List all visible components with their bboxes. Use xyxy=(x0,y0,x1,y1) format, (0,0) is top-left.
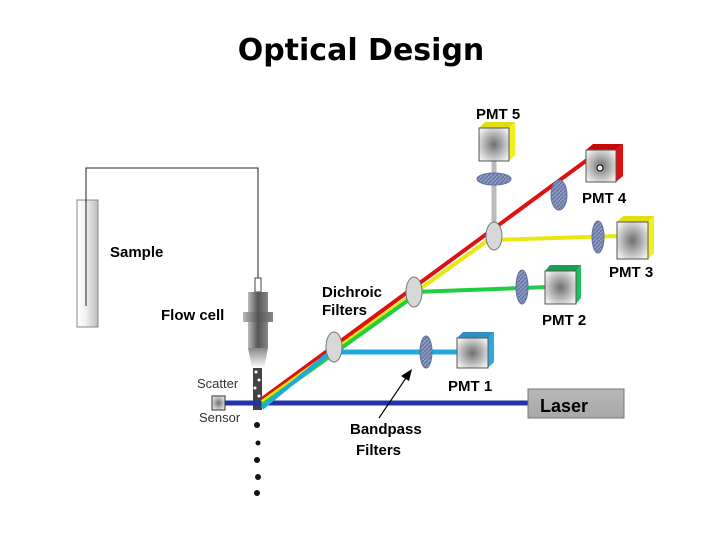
dichroic-filters xyxy=(325,221,503,363)
sample-tube xyxy=(76,199,99,328)
pmt5-label: PMT 5 xyxy=(476,106,520,123)
circle-marker-icon xyxy=(596,164,604,172)
dichroic-label-line2: Filters xyxy=(322,302,367,319)
pmt-1 xyxy=(456,332,494,369)
pmt1-label: PMT 1 xyxy=(448,378,492,395)
dichroic-label-line1: Dichroic xyxy=(322,284,382,301)
scatter-label: Scatter xyxy=(197,376,239,391)
laser-source xyxy=(527,388,625,419)
flow-cell-label: Flow cell xyxy=(161,307,224,324)
laser-label: Laser xyxy=(540,396,588,416)
pmt-3 xyxy=(616,216,654,260)
pmt4-label: PMT 4 xyxy=(582,190,627,207)
pmt-5 xyxy=(478,122,515,162)
diagram-title: Optical Design xyxy=(238,33,485,68)
pmt-4 xyxy=(585,144,623,183)
scatter-sensor xyxy=(211,395,226,411)
bandpass-arrow xyxy=(378,369,412,419)
particle-stream xyxy=(253,368,262,496)
sample-tubing xyxy=(85,167,259,306)
bandpass-label-line1: Bandpass xyxy=(350,421,422,438)
bandpass-filters xyxy=(419,172,605,369)
flow-cell-inlet xyxy=(254,277,262,293)
flow-cell xyxy=(243,292,273,368)
sample-label: Sample xyxy=(110,244,163,261)
pmt-2 xyxy=(544,265,581,305)
sensor-label: Sensor xyxy=(199,410,241,425)
pmt3-label: PMT 3 xyxy=(609,264,653,281)
pmt2-label: PMT 2 xyxy=(542,312,586,329)
bandpass-label-line2: Filters xyxy=(356,442,401,459)
